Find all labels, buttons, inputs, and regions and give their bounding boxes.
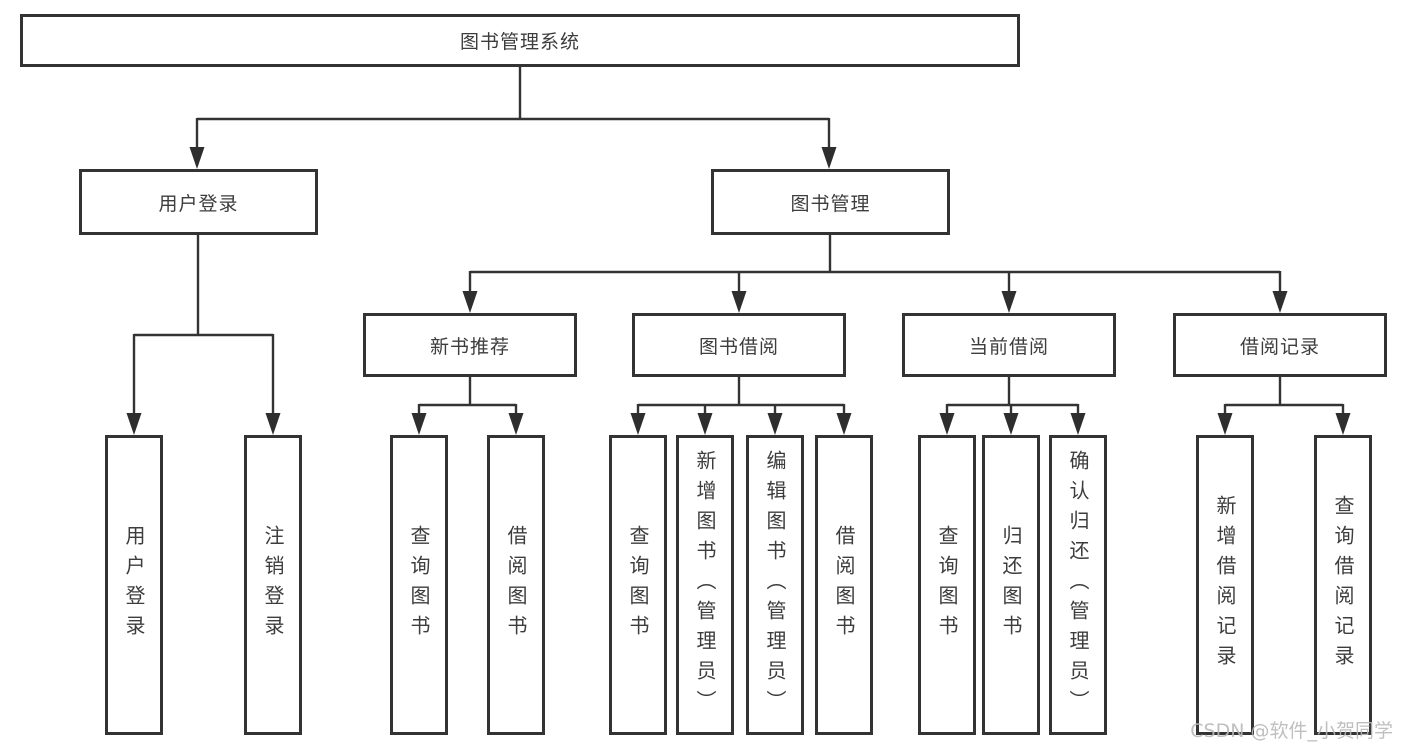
leaf-label: 借阅图书	[504, 525, 528, 645]
leaf-edit-book-admin: 编辑图书（管理员）	[746, 435, 804, 735]
leaf-return-book: 归还图书	[982, 435, 1040, 735]
node-root: 图书管理系统	[20, 14, 1020, 67]
node-borrow-records: 借阅记录	[1173, 313, 1387, 377]
leaf-user-login: 用户登录	[105, 435, 163, 735]
node-user-login: 用户登录	[79, 169, 318, 235]
leaf-label: 编辑图书（管理员）	[763, 450, 787, 720]
node-current-borrow: 当前借阅	[902, 313, 1116, 377]
leaf-confirm-return-admin: 确认归还（管理员）	[1049, 435, 1107, 735]
leaf-label: 查询借阅记录	[1331, 495, 1355, 675]
leaf-label: 查询图书	[935, 525, 959, 645]
csdn-watermark: CSDN @软件_小贺同学	[1190, 720, 1393, 742]
leaf-label: 归还图书	[999, 525, 1023, 645]
leaf-add-borrow-record: 新增借阅记录	[1196, 435, 1254, 735]
leaf-label: 查询图书	[626, 525, 650, 645]
leaf-query-borrow-record: 查询借阅记录	[1314, 435, 1372, 735]
node-new-book-recommend: 新书推荐	[363, 313, 577, 377]
leaf-label: 新增借阅记录	[1213, 495, 1237, 675]
leaf-borrow-book: 借阅图书	[815, 435, 873, 735]
node-book-management: 图书管理	[711, 169, 950, 235]
leaf-query-book: 查询图书	[609, 435, 667, 735]
leaf-label: 借阅图书	[832, 525, 856, 645]
leaf-label: 新增图书（管理员）	[693, 450, 717, 720]
leaf-label: 确认归还（管理员）	[1066, 450, 1090, 720]
leaf-query-book: 查询图书	[390, 435, 448, 735]
leaf-label: 用户登录	[122, 525, 146, 645]
node-book-borrow: 图书借阅	[632, 313, 846, 377]
leaf-label: 注销登录	[261, 525, 285, 645]
leaf-query-book: 查询图书	[918, 435, 976, 735]
leaf-logout: 注销登录	[244, 435, 302, 735]
leaf-borrow-book: 借阅图书	[487, 435, 545, 735]
leaf-add-book-admin: 新增图书（管理员）	[676, 435, 734, 735]
leaf-label: 查询图书	[407, 525, 431, 645]
